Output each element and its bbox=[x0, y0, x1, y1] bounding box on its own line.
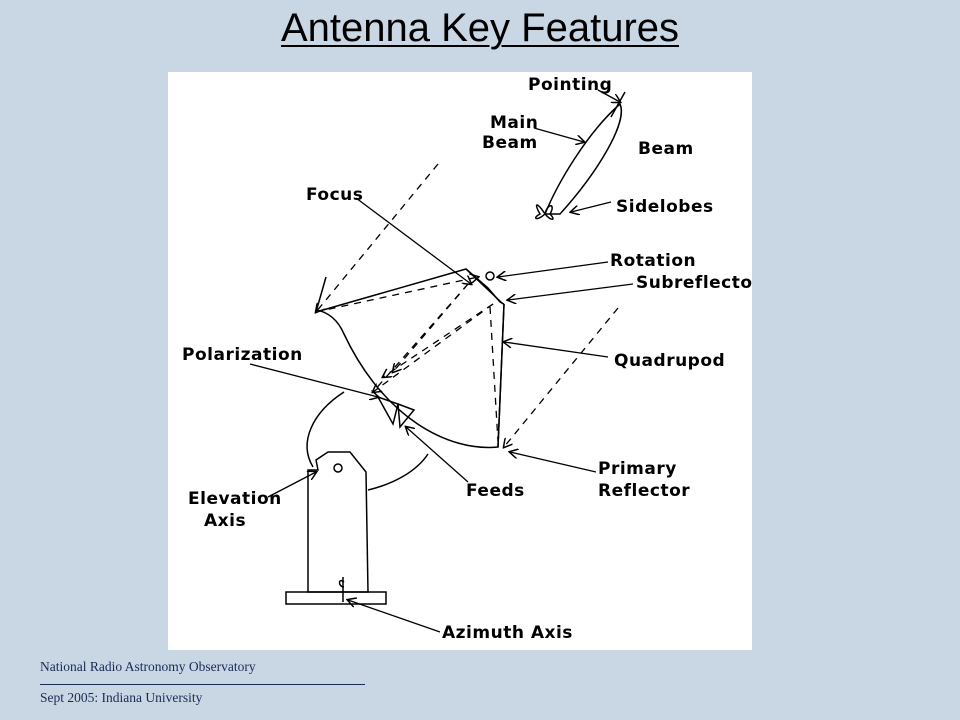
label-pointing: Pointing bbox=[528, 75, 612, 95]
main-beam-lobe bbox=[543, 102, 622, 215]
label-feeds: Feeds bbox=[466, 481, 525, 501]
label-azimuth: Azimuth Axis bbox=[442, 623, 573, 643]
label-leaders bbox=[249, 89, 634, 633]
mount-pedestal bbox=[307, 451, 369, 593]
primary-reflector bbox=[315, 303, 505, 449]
antenna-structure bbox=[285, 268, 505, 605]
label-rotation: Rotation bbox=[610, 251, 696, 271]
sidelobe-left bbox=[534, 204, 546, 220]
rotation-mark bbox=[485, 271, 495, 281]
label-main-beam-2: Beam bbox=[482, 133, 538, 153]
feed-horn-2 bbox=[397, 402, 416, 429]
elevation-axis-hole bbox=[333, 463, 343, 473]
label-focus: Focus bbox=[306, 185, 363, 205]
page-title: Antenna Key Features bbox=[280, 6, 680, 50]
label-main-beam-1: Main bbox=[490, 113, 538, 133]
label-primary-1: Primary bbox=[598, 459, 677, 479]
label-elevation-1: Elevation bbox=[188, 489, 282, 509]
mount-base bbox=[285, 591, 387, 605]
label-beam: Beam bbox=[638, 139, 694, 159]
quadrupod-leg bbox=[497, 303, 505, 448]
footer-event: Sept 2005: Indiana University bbox=[40, 690, 203, 705]
label-quadrupod: Quadrupod bbox=[614, 351, 725, 371]
yoke-right bbox=[367, 453, 429, 491]
label-primary-2: Reflector bbox=[598, 481, 690, 501]
yoke-left bbox=[306, 391, 345, 468]
label-elevation-2: Axis bbox=[204, 511, 246, 531]
pointing-line bbox=[610, 91, 626, 118]
label-sidelobes: Sidelobes bbox=[616, 197, 714, 217]
beam-pattern bbox=[534, 91, 626, 220]
label-polarization: Polarization bbox=[182, 345, 303, 365]
footer-divider bbox=[40, 684, 365, 685]
footer-organization: National Radio Astronomy Observatory bbox=[40, 659, 256, 674]
sidelobe-right bbox=[544, 205, 554, 220]
antenna-drawing: Pointing Main Beam Beam Sidelobes Focus … bbox=[182, 75, 761, 643]
label-subreflector: Subreflector bbox=[636, 273, 752, 293]
feed-horn-1 bbox=[376, 395, 399, 427]
ray-paths bbox=[316, 163, 619, 447]
antenna-diagram: Pointing Main Beam Beam Sidelobes Focus … bbox=[168, 72, 761, 650]
